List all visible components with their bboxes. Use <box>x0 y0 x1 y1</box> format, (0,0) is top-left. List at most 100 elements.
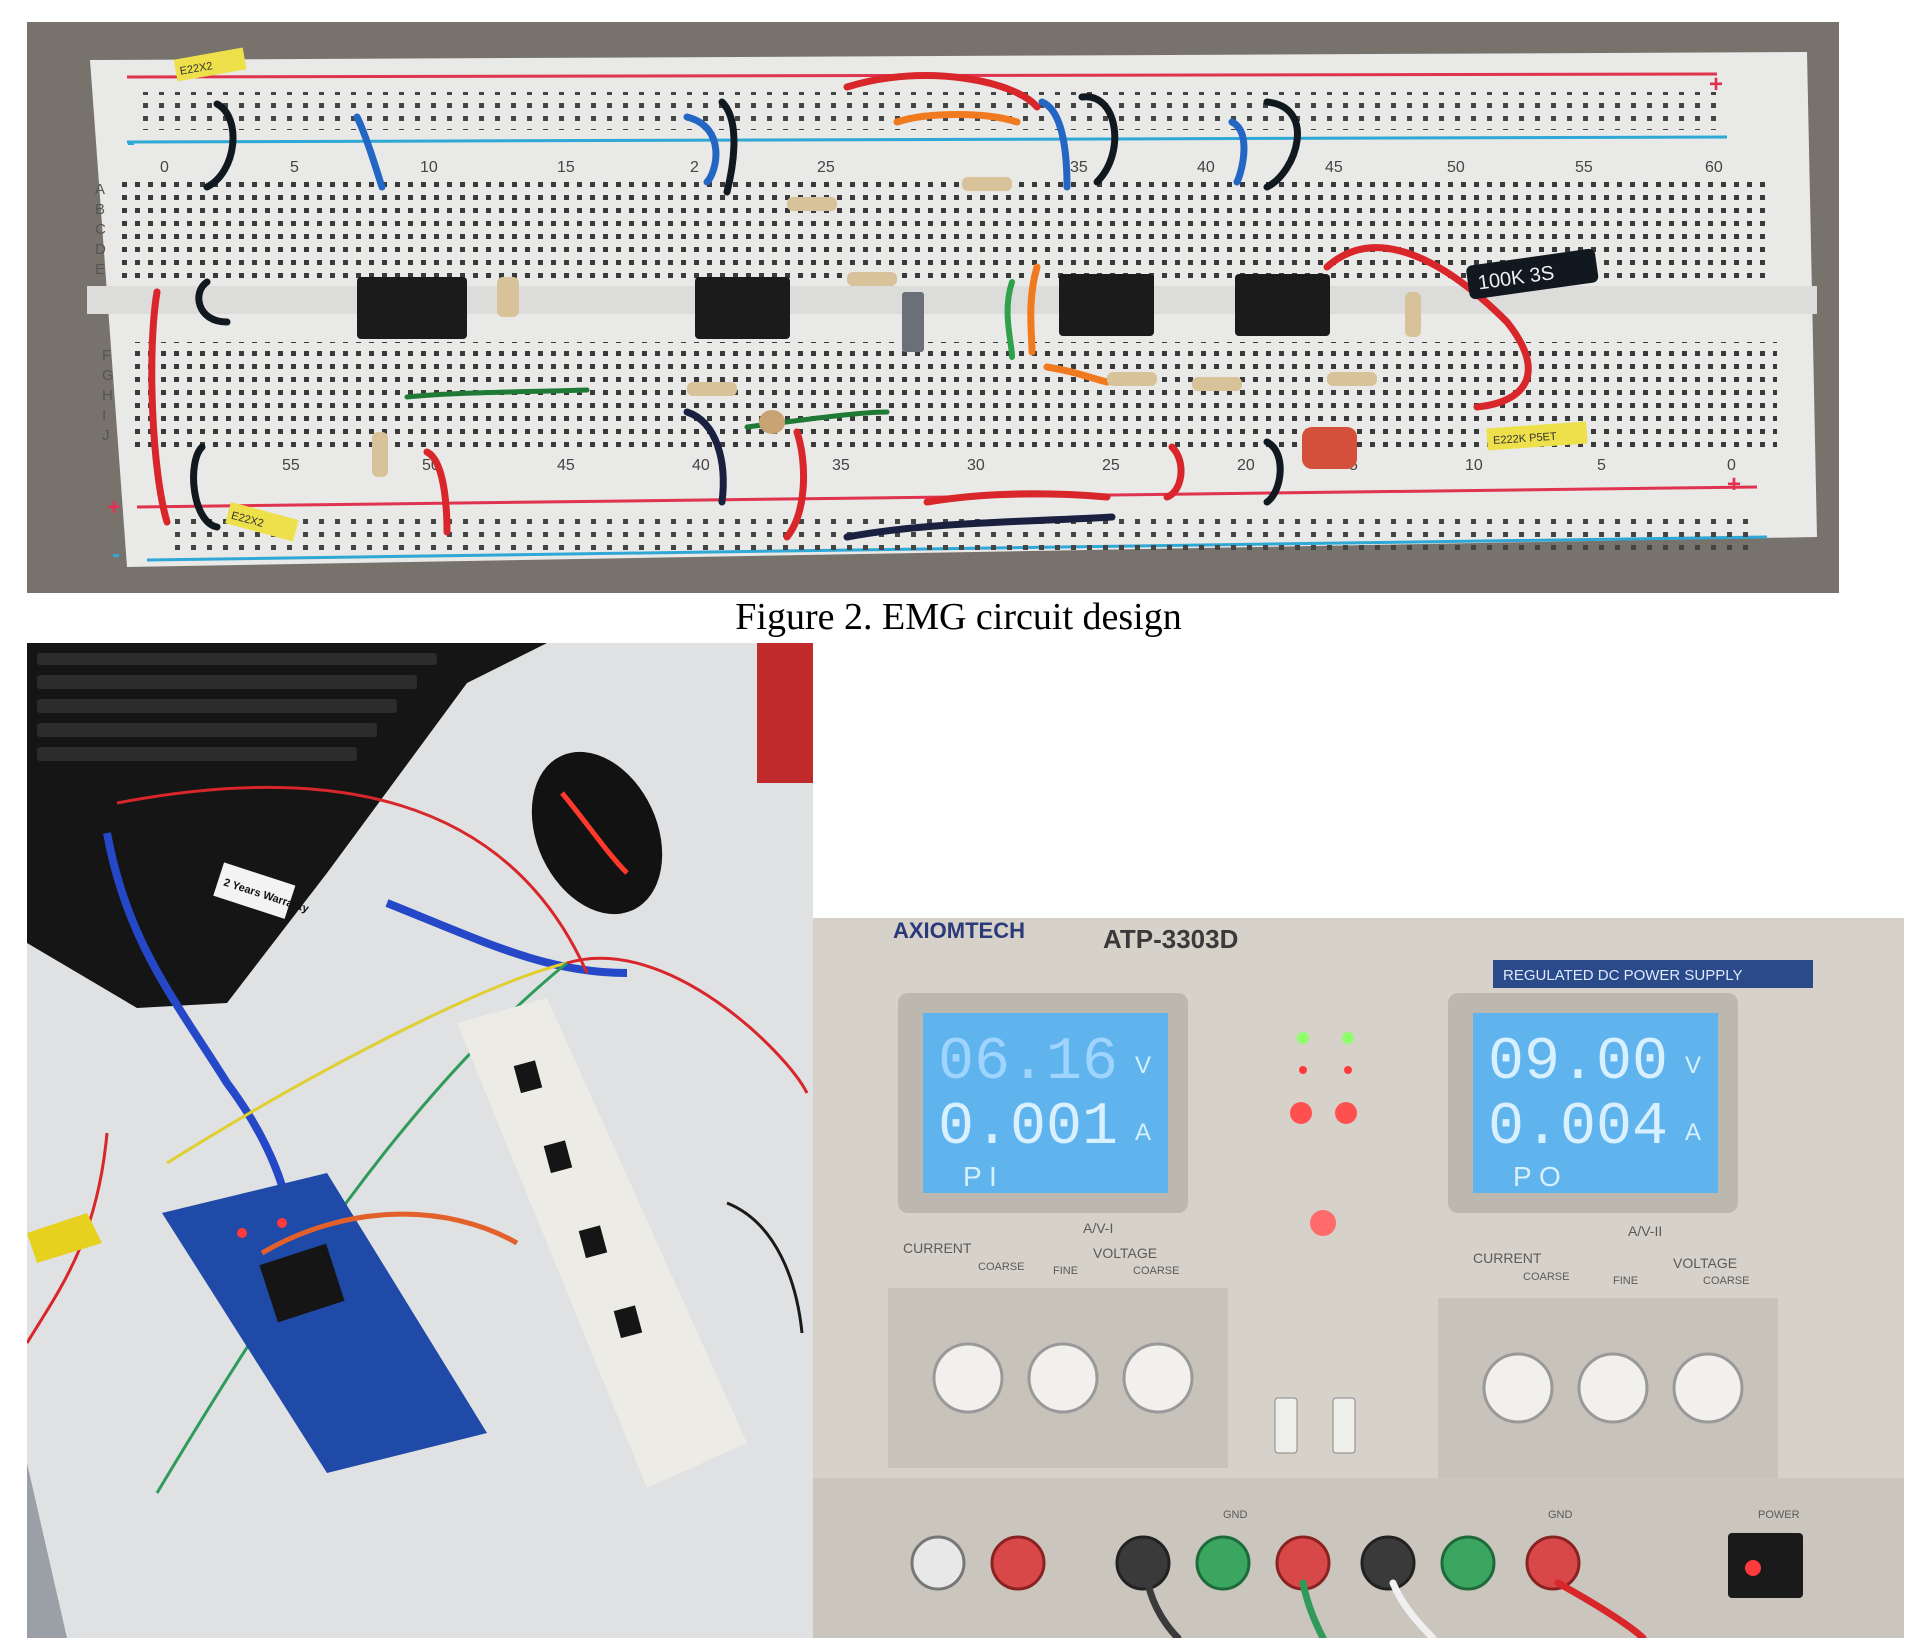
terminal-green[interactable] <box>1195 1535 1251 1591</box>
terminal-black[interactable] <box>910 1535 966 1591</box>
test-lead <box>1554 1579 1647 1638</box>
terminal-black[interactable] <box>1360 1535 1416 1591</box>
jumper-wire <box>148 288 171 526</box>
ch2-voltage: 09.00 <box>1488 1029 1668 1097</box>
channel-1-label: A/V-I <box>1083 1220 1113 1236</box>
resistor <box>687 382 737 396</box>
key-row <box>37 653 437 665</box>
jumper-wire <box>203 100 237 191</box>
test-lead <box>1389 1579 1437 1638</box>
op-amp-chip <box>543 1140 573 1174</box>
column-number: 55 <box>1575 159 1593 176</box>
center-channel <box>87 286 1817 314</box>
terminal-red[interactable] <box>990 1535 1046 1591</box>
minus-sign: - <box>112 541 120 568</box>
test-lead <box>1144 1579 1182 1638</box>
top-rail-holes <box>137 92 1727 130</box>
ch1-footer: P I <box>963 1161 997 1192</box>
voltage-fine-knob[interactable] <box>1577 1352 1649 1424</box>
row-letter: F <box>102 347 111 364</box>
usb-cable <box>103 832 291 1204</box>
column-number: 10 <box>420 159 438 176</box>
plus-sign: + <box>1709 71 1723 98</box>
jumper-wire <box>166 961 568 1165</box>
ch1-voltage-unit: V <box>1135 1052 1151 1079</box>
coarse-label: COARSE <box>978 1261 1024 1273</box>
current-label: CURRENT <box>1473 1250 1542 1266</box>
row-letter: A <box>95 181 105 198</box>
capacitor-yellow <box>1486 421 1588 451</box>
ch2-current-unit: A <box>1685 1119 1701 1146</box>
mouse-light <box>560 791 629 875</box>
regulated-badge-text: REGULATED DC POWER SUPPLY <box>1503 967 1743 984</box>
current-coarse-knob[interactable] <box>932 1342 1004 1414</box>
column-number: 20 <box>1237 457 1255 474</box>
cv-led-green <box>1342 1032 1354 1044</box>
power-label: POWER <box>1758 1509 1800 1521</box>
jumper-wire <box>260 1211 519 1256</box>
voltage-coarse-knob[interactable] <box>1672 1352 1744 1424</box>
model-name: ATP-3303D <box>1103 924 1238 954</box>
jumper-wire <box>1263 98 1301 191</box>
alligator-clip <box>27 1213 102 1263</box>
voltage-label: VOLTAGE <box>1093 1245 1157 1261</box>
jumper-wire <box>843 513 1116 541</box>
column-number: 2 <box>690 159 699 176</box>
column-number: 40 <box>692 457 710 474</box>
jumper-wire <box>566 956 809 1094</box>
column-number: 0 <box>1727 457 1736 474</box>
gnd-label: GND <box>1548 1509 1573 1521</box>
key-row <box>37 699 397 713</box>
lab-setup-illustration: 2 Years Warranty <box>27 643 813 1638</box>
terminal-green[interactable] <box>1440 1535 1496 1591</box>
resistor <box>1107 372 1157 386</box>
figure-3-caption <box>0 1632 1917 1646</box>
row-letter: B <box>95 201 105 218</box>
current-label: CURRENT <box>903 1240 972 1256</box>
resistors <box>372 177 1421 477</box>
op-amp-chip <box>357 277 467 339</box>
microcontroller-chip <box>259 1243 345 1323</box>
mode-switch[interactable] <box>1332 1397 1356 1454</box>
row-letter: J <box>102 427 110 444</box>
potentiometer <box>1466 248 1599 300</box>
warranty-sticker <box>213 862 296 919</box>
resistor <box>372 432 388 477</box>
jumper-wire <box>1163 443 1185 501</box>
coarse-label: COARSE <box>1703 1275 1749 1287</box>
multimeter <box>757 643 813 783</box>
ch2-footer: P O <box>1513 1161 1561 1192</box>
jumper-wire <box>1078 93 1119 186</box>
coarse-label: COARSE <box>1523 1271 1569 1283</box>
resistor <box>497 277 519 317</box>
key-row <box>37 747 357 761</box>
lcd-screen-ch1 <box>923 1013 1168 1193</box>
terminal-red[interactable] <box>1525 1535 1581 1591</box>
column-number: 15 <box>557 159 575 176</box>
terminal-black[interactable] <box>1115 1535 1171 1591</box>
voltage-coarse-knob[interactable] <box>1122 1342 1194 1414</box>
mode-switch[interactable] <box>1274 1397 1298 1454</box>
desk-edge <box>27 1463 67 1638</box>
plus-sign: + <box>1727 471 1741 498</box>
plus-sign: + <box>107 494 121 521</box>
film-capacitor <box>1302 427 1357 469</box>
fine-label: FINE <box>1053 1265 1078 1277</box>
power-switch[interactable] <box>1728 1533 1803 1598</box>
arduino-board <box>162 1173 487 1473</box>
jumper-wire <box>1228 118 1248 186</box>
capacitor-yellow <box>173 47 247 82</box>
current-coarse-knob[interactable] <box>1482 1352 1554 1424</box>
probe-wire <box>726 1201 804 1334</box>
voltage-fine-knob[interactable] <box>1027 1342 1099 1414</box>
capacitor-label: E222K P5ET <box>1493 431 1558 447</box>
jumper-wire <box>1323 244 1532 411</box>
power-led <box>1745 1560 1761 1576</box>
column-number: 45 <box>557 457 575 474</box>
binding-posts <box>910 1535 1581 1591</box>
column-number: 35 <box>1070 159 1088 176</box>
jumper-wire <box>893 111 1021 126</box>
column-number: 5 <box>1597 457 1606 474</box>
row-letter: D <box>95 241 106 258</box>
regulated-badge <box>1493 960 1813 988</box>
